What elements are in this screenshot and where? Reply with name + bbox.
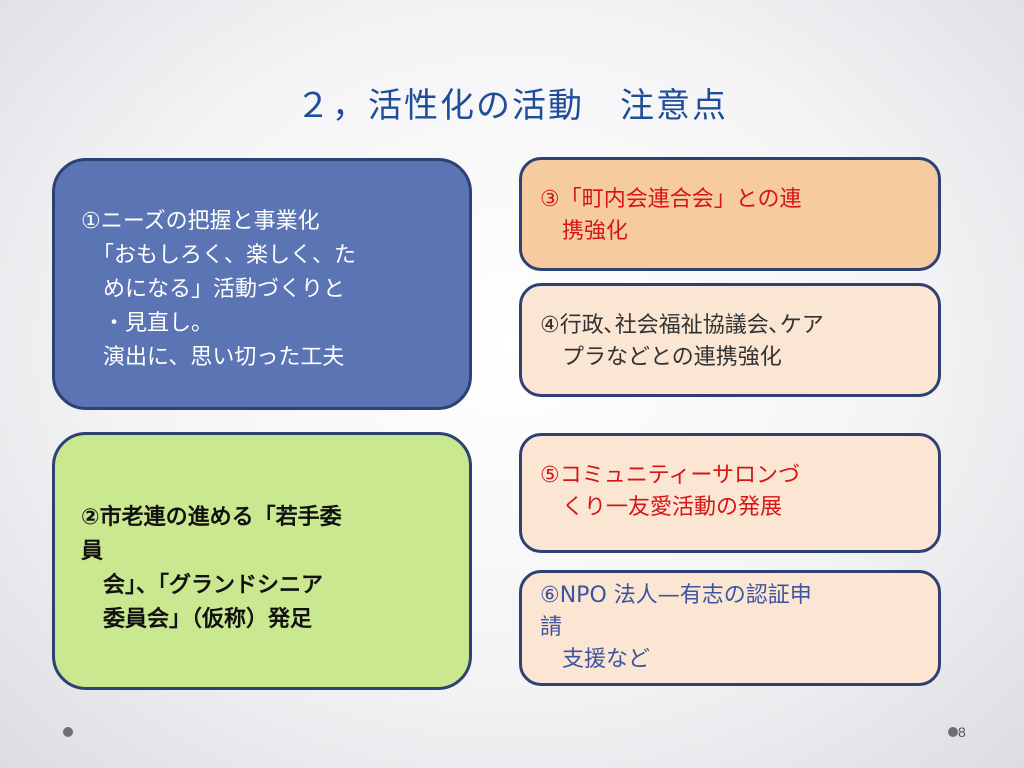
bullet-dot-left [63,727,73,737]
community-salon-box: ⑤コミュニティーサロンづ くり一友愛活動の発展 [519,433,941,553]
page-number: 8 [958,724,966,740]
administration-text: ④行政､社会福祉協議会､ケア プラなどとの連携強化 [540,313,824,370]
youth-committee-box: ②市老連の進める「若手委 員 会」、「グランドシニア 委員会」（仮称）発足 [52,432,472,690]
youth-committee-text: ②市老連の進める「若手委 員 会」、「グランドシニア 委員会」（仮称）発足 [81,505,342,632]
town-association-box: ③「町内会連合会」との連 携強化 [519,157,941,271]
needs-text: ①ニーズの把握と事業化 「おもしろく、楽しく、た めになる」活動づくりと ・見直… [81,209,357,370]
npo-text: ⑥NPO 法人—有志の認証申 請 支援など [540,583,812,672]
bullet-dot-right [948,727,958,737]
slide-title: ２，活性化の活動 注意点 [296,86,728,126]
npo-box: ⑥NPO 法人—有志の認証申 請 支援など [519,570,941,686]
town-association-text: ③「町内会連合会」との連 携強化 [540,187,802,244]
community-salon-text: ⑤コミュニティーサロンづ くり一友愛活動の発展 [540,463,800,520]
needs-box: ①ニーズの把握と事業化 「おもしろく、楽しく、た めになる」活動づくりと ・見直… [52,158,472,410]
administration-box: ④行政､社会福祉協議会､ケア プラなどとの連携強化 [519,283,941,397]
